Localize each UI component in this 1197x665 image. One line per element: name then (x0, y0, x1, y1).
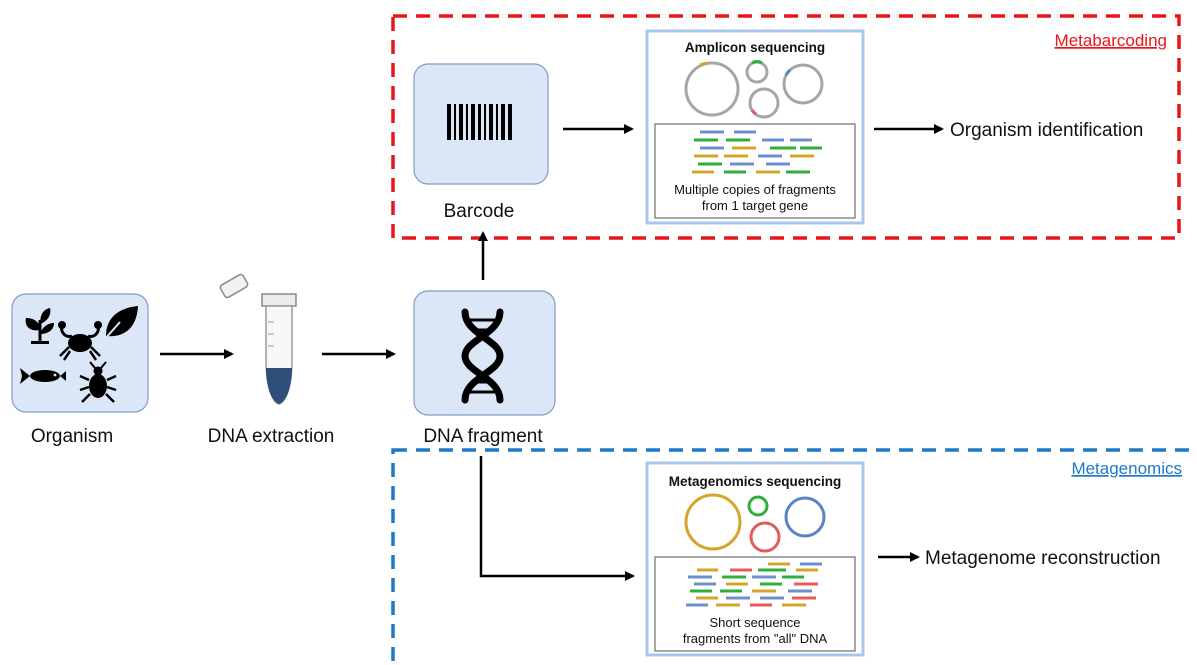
metagenomics-reads (686, 562, 822, 607)
crab-icon (58, 321, 102, 361)
amplicon-reads-box (654, 123, 856, 219)
arrow-fragment-to-metagenomics (479, 456, 635, 581)
dna-helix-icon (461, 308, 504, 404)
amplicon-panel-title: Amplicon sequencing (685, 40, 825, 55)
tube-icon (219, 273, 297, 405)
metabarcoding-label: Metabarcoding (1055, 31, 1167, 50)
metagenomics-label: Metagenomics (1071, 459, 1182, 478)
amplicon-reads (692, 130, 822, 174)
beetle-icon (79, 361, 117, 403)
organism-icons (20, 306, 138, 403)
fish-icon (20, 368, 66, 384)
metagenomics-caption-line2: fragments from "all" DNA (683, 631, 828, 646)
dna-fragment-node (413, 290, 556, 416)
metagenomics-caption-line1: Short sequence (709, 615, 800, 630)
organism-label: Organism (31, 426, 113, 447)
organism-identification-label: Organism identification (950, 120, 1143, 141)
metagenomics-circles (684, 493, 826, 553)
metabarcoding-frame (391, 14, 1181, 240)
dna-extraction-label: DNA extraction (208, 426, 335, 447)
metagenome-reconstruction-label: Metagenome reconstruction (925, 548, 1161, 569)
barcode-icon (447, 104, 512, 140)
leaf-icon (103, 306, 138, 341)
metagenomics-panel-title: Metagenomics sequencing (669, 474, 842, 489)
amplicon-caption-line1: Multiple copies of fragments (674, 182, 836, 197)
dna-fragment-label: DNA fragment (423, 426, 543, 447)
amplicon-caption-line2: from 1 target gene (702, 198, 808, 213)
barcode-label: Barcode (444, 201, 515, 222)
plant-icon (25, 308, 54, 344)
amplicon-circles (684, 60, 824, 119)
